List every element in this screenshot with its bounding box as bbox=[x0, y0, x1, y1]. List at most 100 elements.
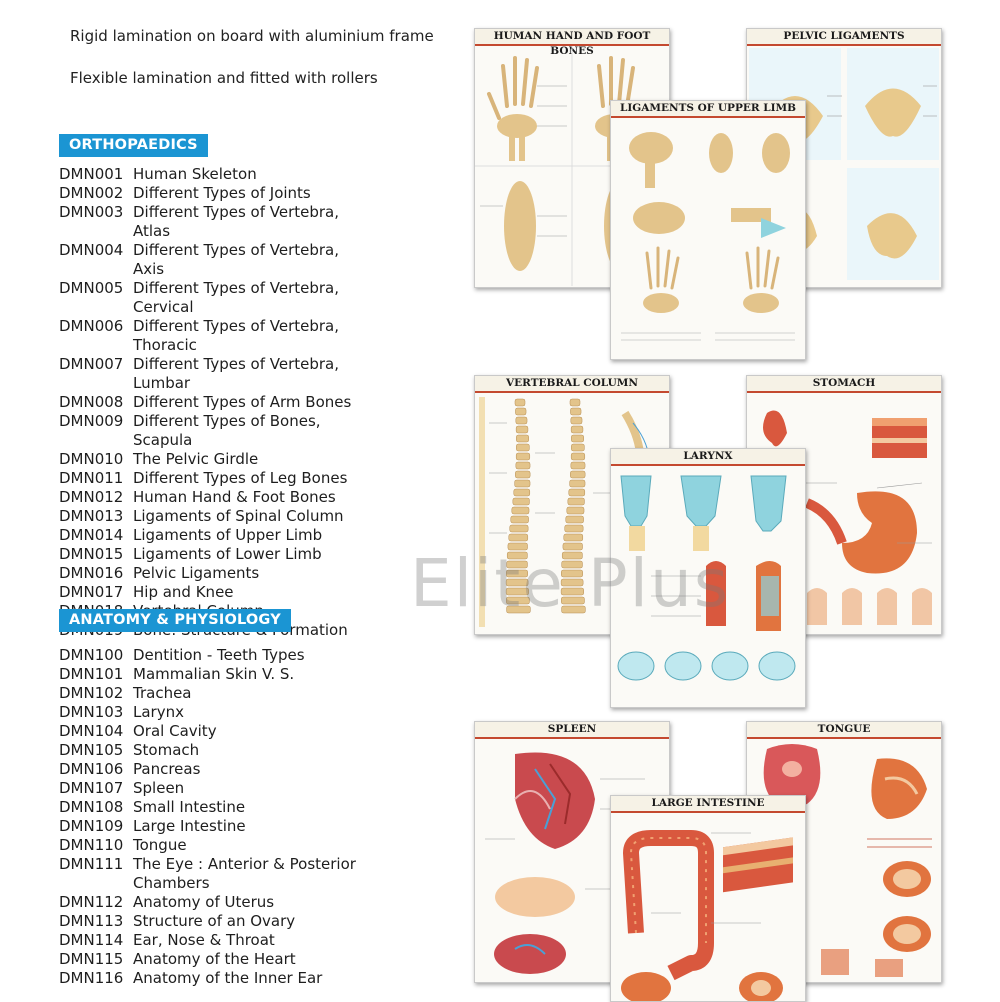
vertebra-shape bbox=[515, 470, 531, 479]
product-code: DMN100 bbox=[59, 646, 124, 664]
vertebra-shape bbox=[508, 533, 529, 542]
vertebra-shape bbox=[560, 578, 584, 587]
product-code: DMN115 bbox=[59, 950, 124, 968]
product-name: Anatomy of Uterus bbox=[133, 893, 275, 911]
vertebra-shape bbox=[505, 578, 529, 587]
product-name: Human Hand & Foot Bones bbox=[133, 488, 336, 506]
vertebra-shape bbox=[563, 533, 584, 542]
product-name: Ligaments of Upper Limb bbox=[133, 526, 323, 544]
vertebra-shape bbox=[505, 587, 529, 596]
vertebra-shape bbox=[561, 560, 583, 569]
product-name: Different Types of Bones, Scapula bbox=[133, 412, 321, 449]
product-name: Ear, Nose & Throat bbox=[133, 931, 275, 949]
poster-title: LARGE INTESTINE bbox=[611, 796, 805, 813]
poster-title: SPLEEN bbox=[475, 722, 669, 739]
product-code: DMN106 bbox=[59, 760, 124, 778]
vertebra-shape bbox=[511, 506, 530, 515]
product-name: The Eye : Anterior & Posterior Chambers bbox=[133, 855, 356, 892]
product-name: Small Intestine bbox=[133, 798, 246, 816]
product-name: Anatomy of the Heart bbox=[133, 950, 296, 968]
product-name: Different Types of Vertebra, Atlas bbox=[133, 203, 340, 240]
product-code: DMN009 bbox=[59, 412, 124, 430]
product-code: DMN112 bbox=[59, 893, 124, 911]
vertebra-shape bbox=[515, 461, 531, 470]
product-name: Stomach bbox=[133, 741, 200, 759]
vertebra-shape bbox=[506, 569, 528, 578]
poster-title: LIGAMENTS OF UPPER LIMB bbox=[611, 101, 805, 118]
vertebra-shape bbox=[513, 488, 531, 497]
poster-large-intestine: LARGE INTESTINE bbox=[610, 795, 806, 1002]
vertebra-shape bbox=[512, 497, 530, 506]
product-code: DMN015 bbox=[59, 545, 124, 563]
tongue-illustration bbox=[763, 744, 932, 977]
product-name: Ligaments of Spinal Column bbox=[133, 507, 344, 525]
intro-rigid-lamination: Rigid lamination on board with aluminium… bbox=[70, 27, 434, 45]
vertebra-shape bbox=[515, 425, 529, 434]
product-code: DMN011 bbox=[59, 469, 124, 487]
product-name: Different Types of Vertebra, Cervical bbox=[133, 279, 340, 316]
product-name: The Pelvic Girdle bbox=[133, 450, 259, 468]
vertebra-shape bbox=[560, 587, 584, 596]
product-code: DMN003 bbox=[59, 203, 124, 221]
vertebra-shape bbox=[516, 434, 529, 443]
vertebra-shape bbox=[506, 560, 528, 569]
vertebra-shape bbox=[506, 551, 528, 560]
vertebra-shape bbox=[506, 596, 530, 605]
section-heading-anatomy-physiology: ANATOMY & PHYSIOLOGY bbox=[59, 609, 291, 632]
poster-title: LARYNX bbox=[611, 449, 805, 466]
vertebra-shape bbox=[569, 398, 581, 407]
product-name: Larynx bbox=[133, 703, 184, 721]
vertebra-shape bbox=[516, 443, 530, 452]
product-code: DMN107 bbox=[59, 779, 124, 797]
product-name: Different Types of Arm Bones bbox=[133, 393, 352, 411]
product-name: Different Types of Leg Bones bbox=[133, 469, 348, 487]
product-code: DMN012 bbox=[59, 488, 124, 506]
vertebra-shape bbox=[515, 407, 527, 416]
product-code: DMN008 bbox=[59, 393, 124, 411]
vertebra-shape bbox=[562, 542, 583, 551]
product-name: Different Types of Vertebra, Lumbar bbox=[133, 355, 340, 392]
product-code: DMN001 bbox=[59, 165, 124, 183]
product-name: Trachea bbox=[133, 684, 192, 702]
section-heading-orthopaedics: ORTHOPAEDICS bbox=[59, 134, 208, 157]
product-name: Large Intestine bbox=[133, 817, 246, 835]
intro-flexible-lamination: Flexible lamination and fitted with roll… bbox=[70, 69, 378, 87]
product-code: DMN007 bbox=[59, 355, 124, 373]
product-code: DMN010 bbox=[59, 450, 124, 468]
vertebra-shape bbox=[570, 470, 586, 479]
product-code: DMN109 bbox=[59, 817, 124, 835]
product-name: Different Types of Vertebra, Thoracic bbox=[133, 317, 340, 354]
product-code: DMN101 bbox=[59, 665, 124, 683]
stomach-illustration bbox=[763, 410, 932, 625]
upper-limb-ligaments-illustration bbox=[621, 132, 795, 341]
vertebra-shape bbox=[506, 605, 531, 614]
vertebra-shape bbox=[514, 398, 526, 407]
poster-title: TONGUE bbox=[747, 722, 941, 739]
poster-title: VERTEBRAL COLUMN bbox=[475, 376, 669, 393]
vertebra-shape bbox=[570, 461, 586, 470]
vertebra-shape bbox=[564, 524, 584, 533]
product-name: Tongue bbox=[133, 836, 187, 854]
poster-title: HUMAN HAND AND FOOT BONES bbox=[475, 29, 669, 57]
product-code: DMN113 bbox=[59, 912, 124, 930]
product-name: Dentition - Teeth Types bbox=[133, 646, 305, 664]
product-code: DMN114 bbox=[59, 931, 124, 949]
vertebra-shape bbox=[567, 497, 585, 506]
larynx-illustration bbox=[617, 475, 796, 681]
vertebra-shape bbox=[566, 506, 585, 515]
product-name: Different Types of Vertebra, Axis bbox=[133, 241, 340, 278]
poster-ligaments-upper-limb: LIGAMENTS OF UPPER LIMB bbox=[610, 100, 806, 360]
vertebra-shape bbox=[561, 569, 583, 578]
vertebra-shape bbox=[569, 479, 586, 488]
product-code: DMN006 bbox=[59, 317, 124, 335]
product-code: DMN102 bbox=[59, 684, 124, 702]
vertebra-shape bbox=[510, 515, 529, 524]
product-code: DMN108 bbox=[59, 798, 124, 816]
vertebra-shape bbox=[565, 515, 584, 524]
vertebra-shape bbox=[515, 416, 528, 425]
product-name: Mammalian Skin V. S. bbox=[133, 665, 295, 683]
product-code: DMN110 bbox=[59, 836, 124, 854]
vertebra-shape bbox=[507, 542, 528, 551]
vertebra-shape bbox=[571, 434, 584, 443]
product-code: DMN013 bbox=[59, 507, 124, 525]
